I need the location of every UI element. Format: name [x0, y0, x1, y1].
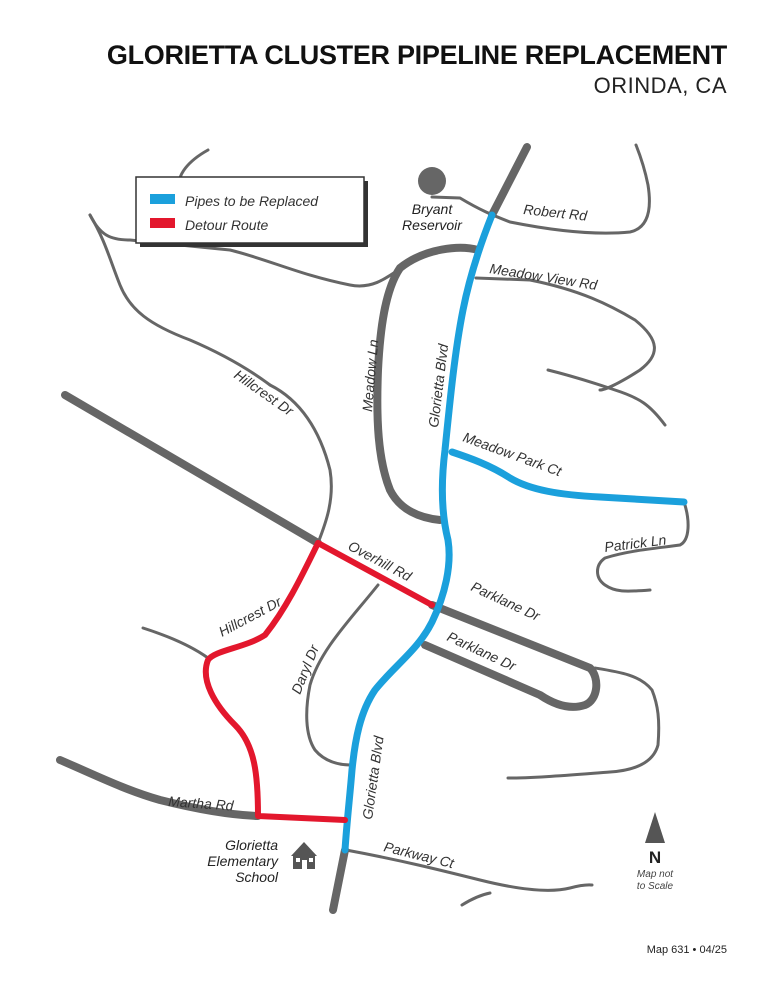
- pipe-routes: [341, 211, 688, 854]
- detour-routes: [202, 540, 435, 823]
- road-meadow-view: [474, 276, 656, 392]
- label-patrick-ln: Patrick Ln: [603, 531, 667, 554]
- pipe-glorietta-blvd: [341, 211, 496, 854]
- school: Glorietta Elementary School: [207, 837, 317, 885]
- street-labels: Robert Rd Meadow View Rd Meadow Ln Glori…: [168, 201, 668, 871]
- label-hillcrest-dr-south: Hillcrest Dr: [216, 593, 285, 640]
- detour-overhill: [315, 540, 435, 608]
- pipe-meadow-park-ct: [448, 448, 688, 506]
- map-title-block: GLORIETTA CLUSTER PIPELINE REPLACEMENT O…: [107, 40, 727, 99]
- road-robert: [430, 143, 651, 235]
- legend-swatch-detour: [150, 218, 175, 228]
- label-meadow-view-rd: Meadow View Rd: [489, 260, 600, 293]
- map-subtitle: ORINDA, CA: [593, 73, 727, 98]
- road-hillcrest-north: [268, 383, 333, 545]
- legend-label-pipes: Pipes to be Replaced: [185, 193, 319, 209]
- north-arrow-icon: [645, 812, 665, 843]
- road-glorietta-south: [329, 846, 349, 914]
- school-label-line2: Elementary: [207, 853, 279, 869]
- reservoir-marker-icon: [418, 167, 446, 195]
- road-east-loop: [506, 666, 661, 780]
- road-patrick: [596, 500, 690, 593]
- roads-thick: [56, 143, 601, 914]
- road-meadow-view-branch: [546, 368, 667, 427]
- road-meadow-ln: [373, 243, 482, 524]
- reservoir-label-line1: Bryant: [412, 201, 454, 217]
- label-robert-rd: Robert Rd: [523, 201, 589, 224]
- road-west-curve: [88, 213, 272, 387]
- map-title: GLORIETTA CLUSTER PIPELINE REPLACEMENT: [106, 40, 727, 70]
- label-meadow-ln: Meadow Ln: [359, 339, 381, 413]
- detour-hillcrest-martha: [202, 540, 348, 823]
- road-glorietta-north: [488, 143, 531, 219]
- label-hillcrest-dr-north: Hillcrest Dr: [231, 366, 297, 419]
- label-glorietta-blvd-south: Glorietta Blvd: [359, 734, 387, 821]
- map-footer: Map 631 • 04/25: [646, 944, 727, 956]
- legend: Pipes to be Replaced Detour Route: [135, 176, 368, 247]
- north-arrow: N Map not to Scale: [637, 812, 674, 892]
- school-label-line3: School: [235, 869, 279, 885]
- road-martha: [56, 756, 262, 820]
- reservoir-label-line2: Reservoir: [402, 217, 463, 233]
- school-icon: [291, 842, 317, 869]
- scale-note-line2: to Scale: [637, 881, 674, 892]
- reservoir: Bryant Reservoir: [402, 167, 463, 233]
- road-hillcrest-west-stub: [141, 626, 210, 660]
- road-daryl: [305, 583, 380, 767]
- school-label-line1: Glorietta: [225, 837, 278, 853]
- label-meadow-park-ct: Meadow Park Ct: [461, 429, 565, 480]
- label-martha-rd: Martha Rd: [168, 793, 236, 814]
- roads-thin: [88, 143, 690, 907]
- legend-swatch-pipes: [150, 194, 175, 204]
- road-parklane-upper: [421, 601, 601, 711]
- legend-box: [135, 176, 365, 244]
- road-parkway-stub: [460, 891, 492, 907]
- scale-note-line1: Map not: [637, 869, 674, 880]
- north-letter: N: [649, 848, 661, 867]
- road-parkway: [344, 848, 594, 892]
- label-parklane-dr-upper: Parklane Dr: [469, 578, 544, 624]
- road-main-diagonal: [61, 391, 322, 547]
- legend-label-detour: Detour Route: [185, 217, 268, 233]
